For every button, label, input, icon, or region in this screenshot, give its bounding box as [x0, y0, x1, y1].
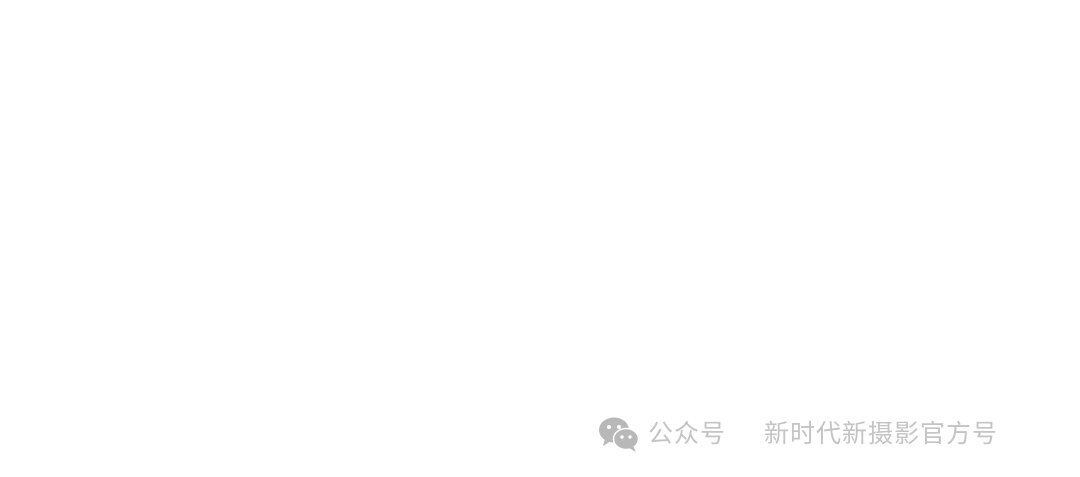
watermark-account-name: 新时代新摄影官方号	[764, 419, 999, 448]
wechat-watermark: 公众号 新时代新摄影官方号	[598, 414, 998, 454]
watermark-label: 公众号	[648, 419, 727, 448]
watermark-separator	[734, 434, 756, 435]
wechat-icon	[598, 415, 640, 453]
